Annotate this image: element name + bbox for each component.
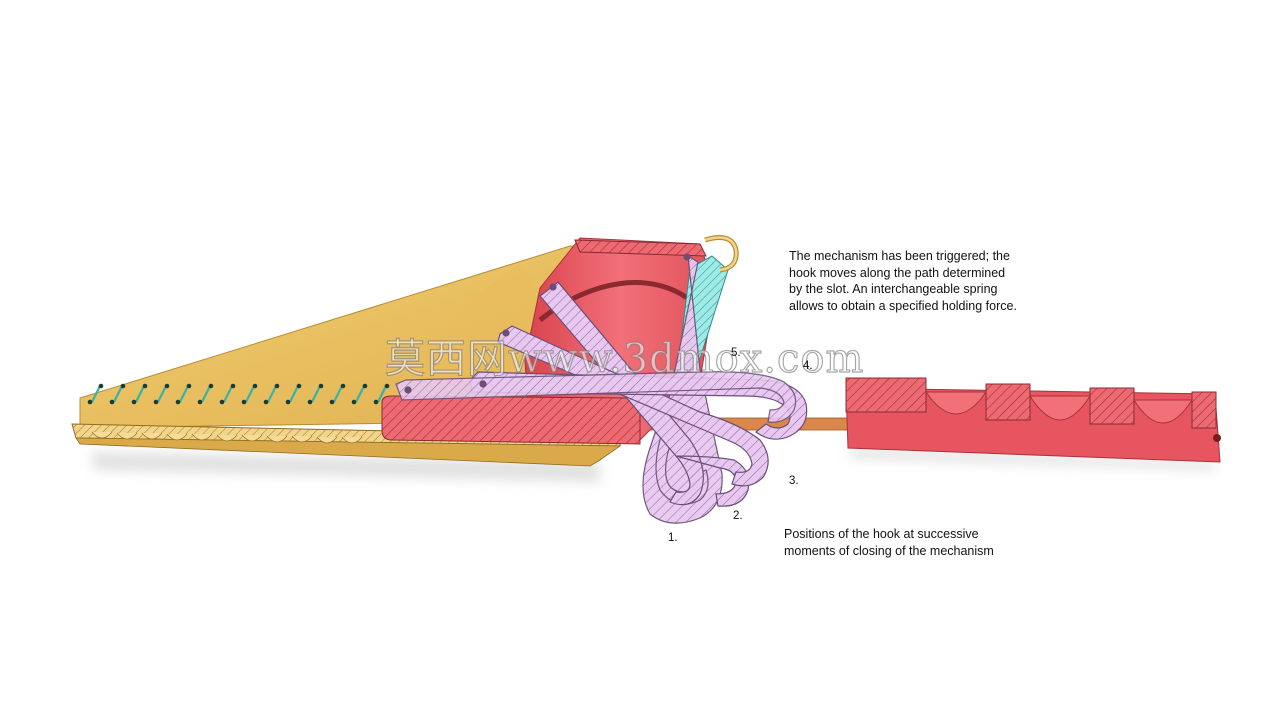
position-label-4: 4. bbox=[803, 360, 813, 372]
hook-position-3 bbox=[497, 325, 769, 487]
positions-description: Positions of the hook at successive mome… bbox=[784, 527, 994, 558]
hook-position-5 bbox=[395, 371, 797, 423]
stitch-holes bbox=[87, 383, 390, 405]
mechanism-description: The mechanism has been triggered; the ho… bbox=[789, 249, 1017, 313]
position-label-5: 5. bbox=[731, 347, 741, 359]
position-label-3: 3. bbox=[789, 475, 799, 487]
position-label-1: 1. bbox=[668, 532, 678, 544]
stitch-row bbox=[91, 385, 387, 403]
hook-positions bbox=[395, 253, 808, 524]
red-clamp-bar bbox=[845, 377, 1221, 463]
position-label-2: 2. bbox=[733, 510, 743, 522]
